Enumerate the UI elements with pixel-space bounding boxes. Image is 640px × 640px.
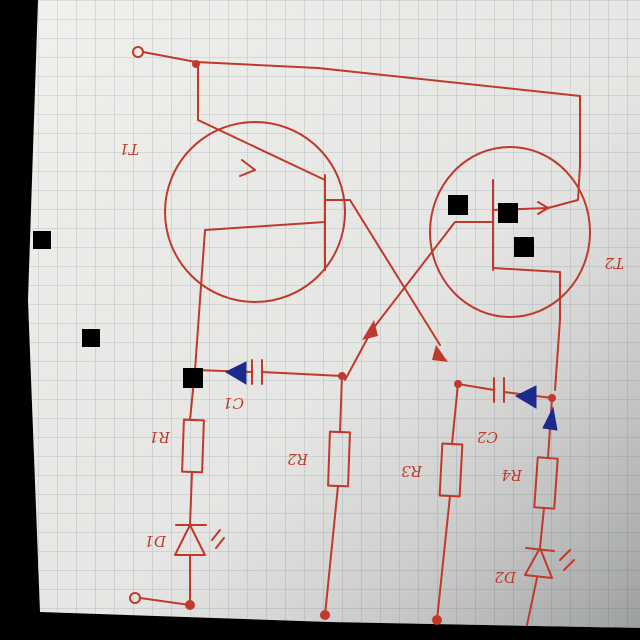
branch-r4-d2: R4 D2	[494, 397, 575, 626]
t2-label: T2	[604, 254, 624, 272]
branch-r2: R2	[287, 375, 351, 620]
top-rail	[132, 46, 581, 166]
branch-r3: R3	[401, 383, 464, 625]
capacitor-c1: C1	[194, 359, 346, 412]
transistor-t1: T1	[119, 63, 441, 371]
r2-label: R2	[287, 450, 309, 468]
cross-arrows	[362, 320, 448, 362]
r1-label: R1	[149, 428, 171, 446]
paper-sheet	[28, 0, 640, 628]
d2-label: D2	[494, 568, 517, 586]
bottom-rail	[129, 592, 191, 606]
r4-label: R4	[501, 466, 523, 484]
t1-label: T1	[119, 140, 139, 158]
r3-label: R3	[401, 462, 423, 480]
d1-label: D1	[144, 532, 167, 550]
c2-label: C2	[477, 428, 498, 446]
c1-label: C1	[223, 394, 244, 412]
redaction-marks	[33, 195, 534, 388]
transistor-t2: T2	[344, 146, 624, 391]
